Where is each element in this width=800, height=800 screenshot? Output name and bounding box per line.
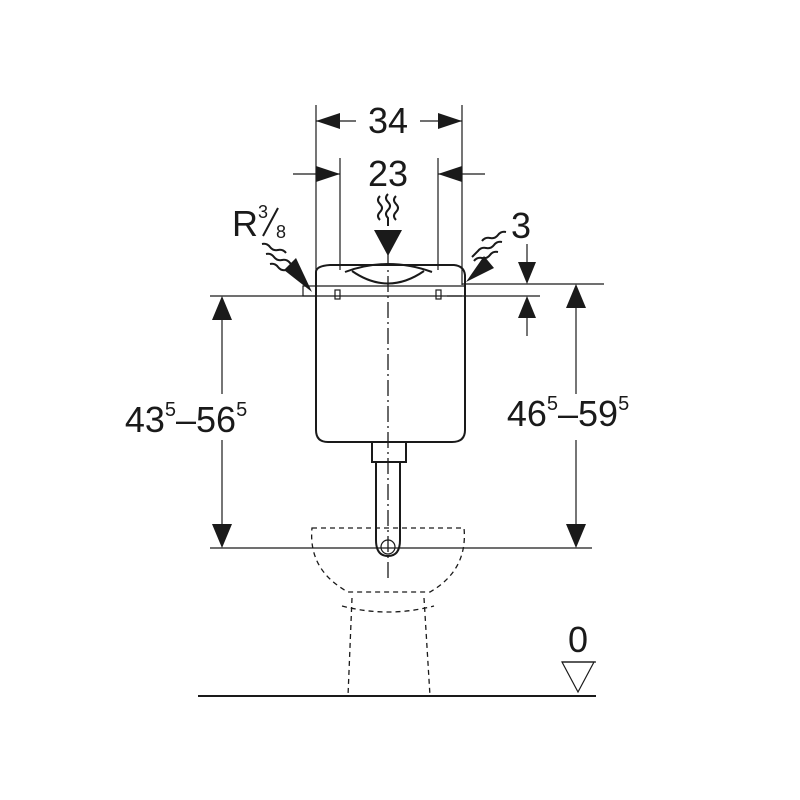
thread-base: R [232, 203, 258, 244]
cistern-tank [302, 263, 466, 443]
width-inner-label: 23 [368, 153, 408, 194]
width-outer-label: 34 [368, 100, 408, 141]
height-left-main2: 56 [196, 399, 236, 440]
height-right-main2: 59 [578, 393, 618, 434]
thread-size-label: R 3 8 [232, 202, 286, 244]
svg-text:435–565: 435–565 [125, 399, 247, 440]
height-left-main1: 43 [125, 399, 165, 440]
flush-pipe [371, 441, 407, 558]
dimension-width-inner: 23 [293, 153, 485, 270]
dimension-gap: 3 [447, 205, 604, 336]
dimension-height-left: 435–565 [125, 295, 592, 549]
height-left-sup1: 5 [165, 399, 176, 421]
height-right-dash: – [558, 393, 578, 434]
height-left-dash: – [176, 399, 196, 440]
height-right-sup1: 5 [547, 393, 558, 415]
floor-level-triangle-icon: 0 [561, 619, 596, 694]
thread-numerator: 3 [258, 202, 268, 222]
dimension-width-outer: 34 [315, 100, 463, 285]
thread-denominator: 8 [276, 222, 286, 242]
height-left-sup2: 5 [236, 399, 247, 421]
height-right-sup2: 5 [618, 393, 629, 415]
svg-text:465–595: 465–595 [507, 393, 629, 434]
water-inlet-wavy-arrow-icon [261, 193, 507, 292]
height-right-main1: 46 [507, 393, 547, 434]
dimension-height-right: 465–595 [507, 284, 629, 548]
gap-label: 3 [511, 205, 531, 246]
floor-level-label: 0 [568, 619, 588, 660]
wc-bowl-outline [310, 527, 466, 697]
